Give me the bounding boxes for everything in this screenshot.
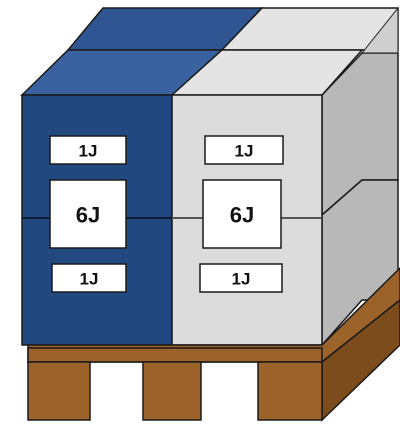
blue-bottom-label: 1J: [80, 270, 99, 289]
pallet-block-left: [28, 362, 90, 420]
grey-top-label: 1J: [235, 142, 254, 161]
blue-top-label: 1J: [79, 142, 98, 161]
grey-mid-label: 6J: [230, 203, 254, 228]
pallet-block-middle: [143, 362, 201, 420]
pallet-block-right: [258, 362, 322, 420]
grey-bottom-label: 1J: [232, 270, 251, 289]
pallet-front-deck: [28, 348, 322, 362]
blue-mid-label: 6J: [76, 203, 100, 228]
